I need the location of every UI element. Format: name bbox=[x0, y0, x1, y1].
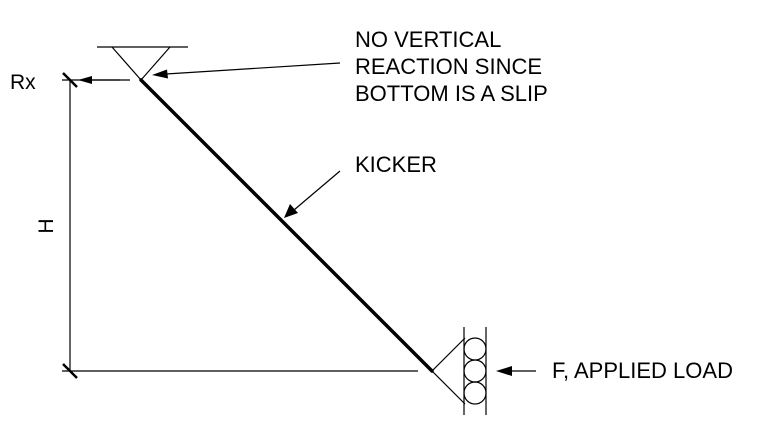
bottom-roller-support bbox=[431, 327, 487, 415]
note-line-2: REACTION SINCE bbox=[355, 54, 542, 79]
height-dimension bbox=[62, 72, 418, 379]
kicker-leader-arrowhead bbox=[284, 204, 298, 218]
note-leader bbox=[152, 62, 341, 79]
load-arrow-head bbox=[496, 366, 512, 376]
note-leader-arrowhead bbox=[152, 69, 168, 79]
roller-circle-top bbox=[463, 337, 487, 361]
kicker-leader bbox=[284, 170, 341, 218]
applied-load-label: F, APPLIED LOAD bbox=[552, 358, 733, 383]
note-line-3: BOTTOM IS A SLIP bbox=[355, 81, 548, 106]
dimension-tick-top bbox=[62, 72, 78, 88]
bottom-support-triangle bbox=[431, 337, 466, 405]
applied-load-arrow bbox=[496, 366, 536, 376]
kicker-label: KICKER bbox=[355, 152, 437, 177]
kicker-member bbox=[139, 78, 434, 373]
h-label: H bbox=[35, 218, 58, 233]
roller-circle-middle bbox=[463, 359, 487, 383]
top-pin-support bbox=[97, 46, 188, 81]
rx-arrow bbox=[78, 76, 120, 84]
dimension-tick-bottom bbox=[62, 363, 78, 379]
rx-label: Rx bbox=[10, 71, 36, 94]
note-leader-line bbox=[165, 62, 341, 75]
roller-circle-bottom bbox=[463, 381, 487, 405]
note-line-1: NO VERTICAL bbox=[355, 27, 501, 52]
rx-arrow-head bbox=[78, 76, 92, 84]
kicker-leader-line bbox=[293, 170, 341, 211]
